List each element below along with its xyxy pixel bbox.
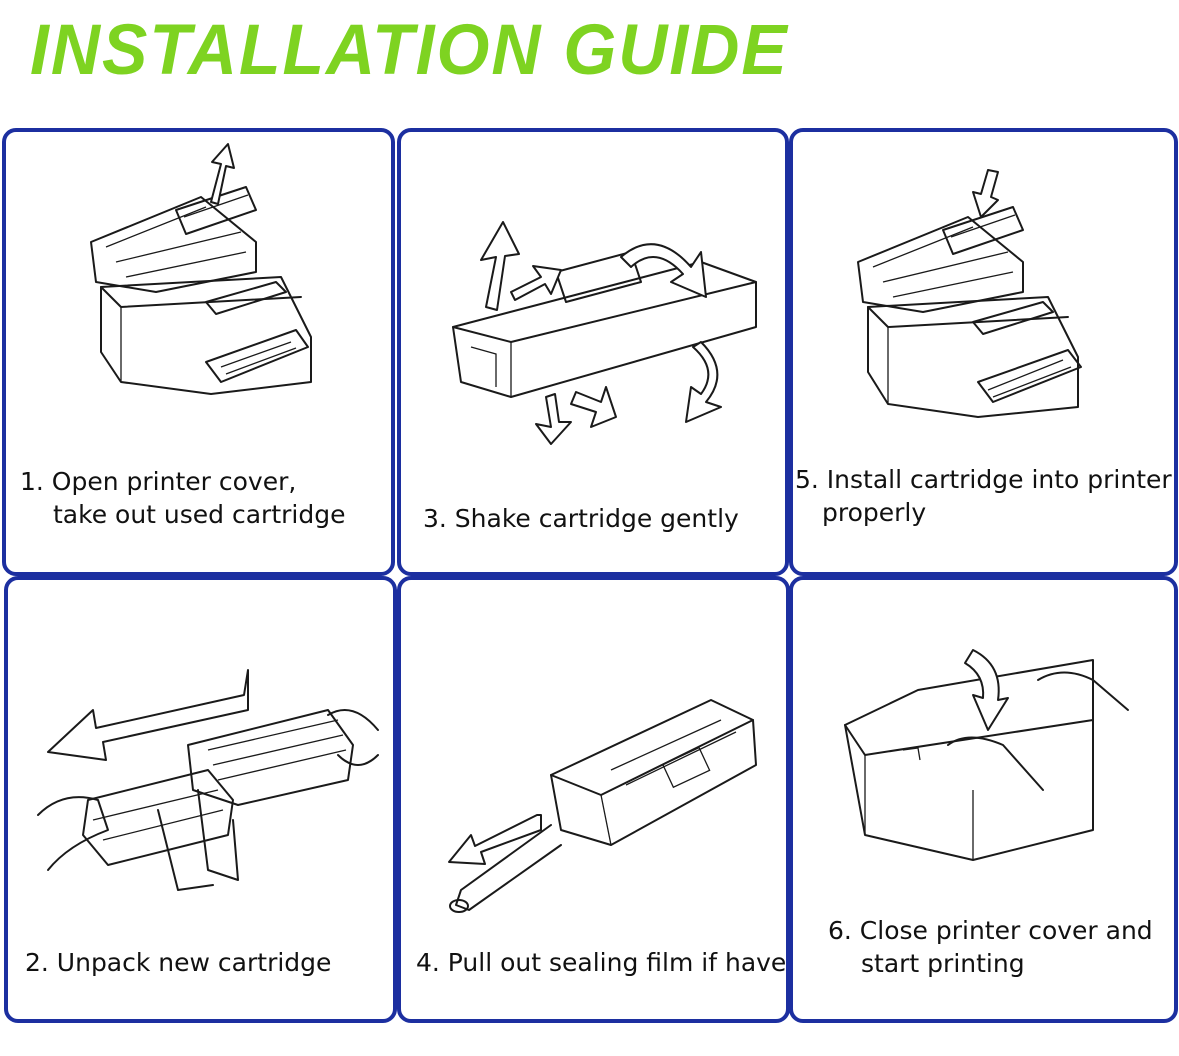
page-title: INSTALLATION GUIDE xyxy=(30,9,789,90)
step-panel-3: 3. Shake cartridge gently xyxy=(397,128,789,576)
step-caption-line1: 2. Unpack new cartridge xyxy=(25,948,332,977)
step-panel-2: 2. Unpack new cartridge xyxy=(4,576,397,1023)
step-caption: 3. Shake cartridge gently xyxy=(423,502,739,535)
step-caption-line1: 4. Pull out sealing film if have xyxy=(416,948,787,977)
step-caption-line1: 6. Close printer cover and xyxy=(828,916,1153,945)
step-panel-6: 6. Close printer cover and start printin… xyxy=(789,576,1178,1023)
step-caption: 6. Close printer cover and start printin… xyxy=(828,914,1153,980)
step-caption: 2. Unpack new cartridge xyxy=(25,946,331,979)
printer-close-icon xyxy=(844,649,1129,861)
step-panel-1: 1. Open printer cover, take out used car… xyxy=(2,128,395,576)
step-caption-line2: start printing xyxy=(861,949,1025,978)
step-caption-line1: 1. Open printer cover, xyxy=(20,467,297,496)
step-caption: 4. Pull out sealing film if have xyxy=(416,946,786,979)
step-panel-4: 4. Pull out sealing film if have xyxy=(397,576,790,1023)
step-caption-line1: 5. Install cartridge into printer xyxy=(795,465,1172,494)
step-caption-line1: 3. Shake cartridge gently xyxy=(423,504,739,533)
step-caption: 1. Open printer cover, take out used car… xyxy=(20,465,345,531)
sealing-film-icon xyxy=(448,699,757,913)
printer-open-insert-icon xyxy=(857,169,1082,418)
step-panel-5: 5. Install cartridge into printer proper… xyxy=(789,128,1178,576)
cartridge-shake-icon xyxy=(452,221,757,445)
printer-open-remove-icon xyxy=(90,143,312,395)
step-caption: 5. Install cartridge into printer proper… xyxy=(795,463,1172,529)
step-caption-line2: properly xyxy=(822,498,927,527)
step-caption-line2: take out used cartridge xyxy=(53,500,346,529)
cartridge-unpack-icon xyxy=(37,669,379,891)
